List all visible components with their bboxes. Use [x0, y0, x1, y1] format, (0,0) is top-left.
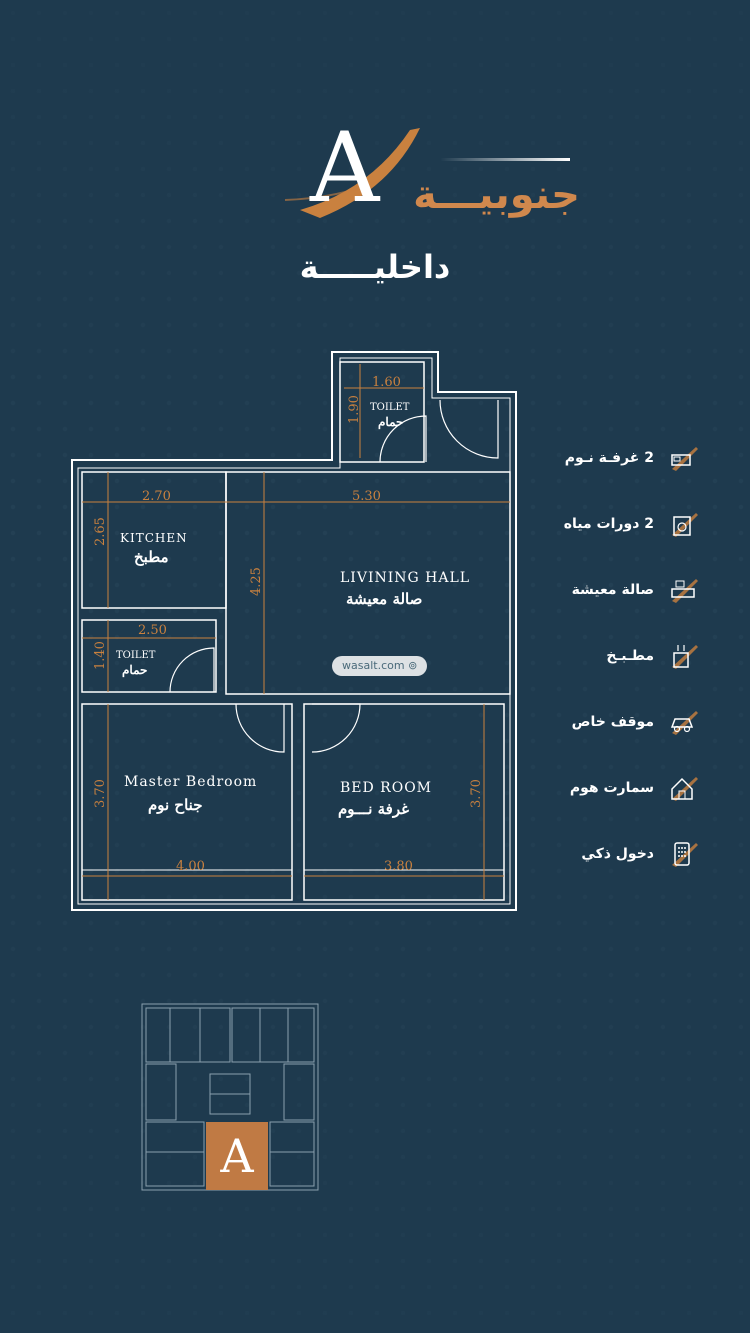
dim-kitchen-height: 2.65: [93, 517, 108, 546]
kitchen-icon: [672, 645, 698, 669]
door-entrance: [439, 399, 499, 459]
room-toilet-left-ar: حمام: [122, 663, 147, 678]
washbasin-icon: [672, 513, 698, 537]
feature-item-kitchen: مطـبـخ: [520, 623, 700, 689]
feature-item-smart-home: سمارت هوم: [520, 755, 700, 821]
logo-letter: A: [310, 112, 380, 224]
dim-bed-width: 3.80: [384, 859, 413, 874]
feature-label: موقف خاص: [571, 714, 654, 730]
feature-label: 2 دورات مياه: [563, 516, 654, 532]
key-plan: A: [140, 1002, 320, 1192]
dim-living-width: 5.30: [352, 489, 381, 504]
bed-icon: [671, 447, 698, 471]
feature-label: مطـبـخ: [606, 648, 654, 664]
key-plan-unit-highlight: A: [206, 1122, 268, 1190]
room-toilet-top-ar: حمام: [378, 415, 403, 430]
feature-label: دخول ذكي: [581, 846, 654, 862]
brand-line: [440, 158, 570, 161]
unit-subtitle: داخليـــــة: [299, 248, 451, 286]
feature-item-bedrooms: 2 غرفـة نـوم: [520, 425, 700, 491]
door-toilet-left: [169, 647, 215, 693]
room-master-bedroom-en: Master Bedroom: [124, 774, 257, 790]
brand-logo: A جنوبيـــة: [280, 120, 590, 230]
smart-home-icon: [671, 777, 698, 801]
feature-item-living-room: صالة معيشة: [520, 557, 700, 623]
dim-toilet-left-height: 1.40: [93, 641, 108, 670]
room-kitchen-en: KITCHEN: [120, 531, 188, 545]
room-toilet-top-en: TOILET: [370, 402, 410, 413]
door-bed: [311, 703, 361, 753]
dim-toilet-top-width: 1.60: [372, 375, 401, 390]
room-living-hall-ar: صالة معيشة: [346, 590, 422, 608]
feature-item-smart-entry: دخول ذكي: [520, 821, 700, 887]
floor-plan: 1.60 1.90 2.70 5.30 2.65 4.25 2.50 1.40 …: [71, 351, 517, 911]
dim-master-width: 4.00: [176, 859, 205, 874]
key-plan-drawing: [141, 1003, 319, 1191]
feature-label: سمارت هوم: [569, 780, 654, 796]
brand-name: جنوبيـــة: [413, 172, 580, 218]
room-master-bedroom-ar: جناح نوم: [148, 796, 203, 814]
room-toilet-left-en: TOILET: [116, 650, 156, 661]
room-kitchen-ar: مطبخ: [134, 548, 169, 566]
door-toilet-top: [379, 415, 427, 463]
sofa-icon: [671, 579, 698, 603]
features-list: 2 غرفـة نـوم 2 دورات مياه صالة معيشة مطـ…: [520, 425, 700, 887]
room-bed-room-ar: غرفة نـــوم: [338, 800, 409, 818]
wall-bed-room: [303, 703, 505, 901]
wall-toilet-top: [339, 361, 425, 463]
dim-master-height: 3.70: [93, 779, 108, 808]
dim-toilet-left-width: 2.50: [138, 623, 167, 638]
dim-bed-height: 3.70: [469, 779, 484, 808]
room-living-hall-en: LIVINING HALL: [340, 570, 470, 586]
feature-item-parking: موقف خاص: [520, 689, 700, 755]
dim-kitchen-width: 2.70: [142, 489, 171, 504]
wall-master-bedroom: [81, 703, 293, 901]
wall-living-hall: [225, 471, 511, 695]
watermark: wasalt.com ⊚: [332, 656, 428, 676]
feature-item-bathrooms: 2 دورات مياه: [520, 491, 700, 557]
dim-living-height: 4.25: [249, 567, 264, 596]
feature-label: 2 غرفـة نـوم: [564, 450, 654, 466]
outer-wall-inner: [77, 357, 511, 905]
header: A جنوبيـــة داخليـــــة: [0, 0, 750, 320]
car-icon: [670, 711, 698, 735]
dim-toilet-top-height: 1.90: [347, 395, 362, 424]
outer-wall: [71, 351, 517, 911]
feature-label: صالة معيشة: [571, 582, 654, 598]
logo-swoosh-icon: [284, 128, 420, 218]
smart-lock-icon: [672, 842, 698, 867]
wall-toilet-left: [81, 619, 217, 693]
room-bed-room-en: BED ROOM: [340, 780, 432, 796]
watermark-text: wasalt.com: [342, 659, 405, 672]
door-master: [235, 703, 285, 753]
